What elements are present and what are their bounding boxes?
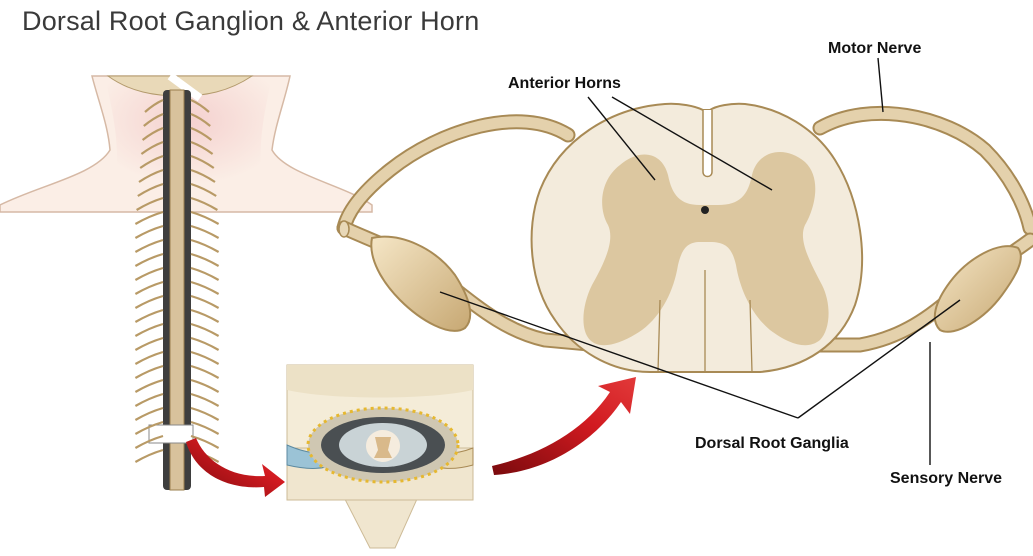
spinal-nerve-branch <box>191 394 219 406</box>
spinal-nerve-branch <box>191 380 219 392</box>
spinal-nerve-branch <box>191 226 219 238</box>
page-title: Dorsal Root Ganglion & Anterior Horn <box>22 6 479 37</box>
spinal-nerve-branch <box>191 240 219 252</box>
spinal-nerve-branch <box>135 254 163 266</box>
spinal-nerve-branch <box>191 408 219 420</box>
spinal-nerve-branch <box>135 296 163 308</box>
spinal-nerve-branch <box>135 212 163 224</box>
spinal-nerve-branch <box>191 366 219 378</box>
anterior-horns-label: Anterior Horns <box>508 75 621 93</box>
spinal-nerve-branch <box>191 212 219 224</box>
dorsal-root-ganglia-label: Dorsal Root Ganglia <box>695 435 849 453</box>
spinal-nerve-branch <box>191 422 219 434</box>
spinal-nerve-branch <box>135 394 163 406</box>
spinal-nerve-branch <box>191 310 219 322</box>
vertebra-inset <box>287 365 473 548</box>
left-dorsal-root-ganglion <box>371 237 470 331</box>
spinal-nerve-branch <box>135 324 163 336</box>
spinal-nerve-branch <box>191 352 219 364</box>
arrow-to-cross-section <box>492 377 636 475</box>
spinal-nerve-branch <box>135 310 163 322</box>
spinal-nerve-branch <box>135 450 163 462</box>
spinal-cord-cross-section <box>339 104 1030 372</box>
central-canal <box>701 206 709 214</box>
spinal-nerve-branch <box>135 338 163 350</box>
spinal-nerve-branch <box>135 408 163 420</box>
spinal-nerve-branch <box>191 282 219 294</box>
spinal-nerve-branch <box>191 268 219 280</box>
spinal-nerve-branch <box>135 380 163 392</box>
spinal-nerve-branch <box>135 268 163 280</box>
sensory-nerve-label: Sensory Nerve <box>890 470 1002 488</box>
spinal-nerve-branch <box>135 352 163 364</box>
spinal-nerve-branch <box>191 338 219 350</box>
spinal-nerve-branch <box>191 254 219 266</box>
spinal-nerve-branch <box>135 282 163 294</box>
spinal-nerve-branch <box>191 296 219 308</box>
arrow-to-inset <box>186 438 285 497</box>
spinal-nerve-branch <box>135 366 163 378</box>
right-dorsal-root-ganglion <box>935 246 1021 332</box>
spinal-nerve-branch <box>135 226 163 238</box>
spinal-column <box>135 90 218 490</box>
spinal-nerve-branch <box>191 324 219 336</box>
vertebra-highlight-box <box>149 425 193 443</box>
spinal-nerve-branch <box>135 240 163 252</box>
motor-nerve-label: Motor Nerve <box>828 40 921 58</box>
